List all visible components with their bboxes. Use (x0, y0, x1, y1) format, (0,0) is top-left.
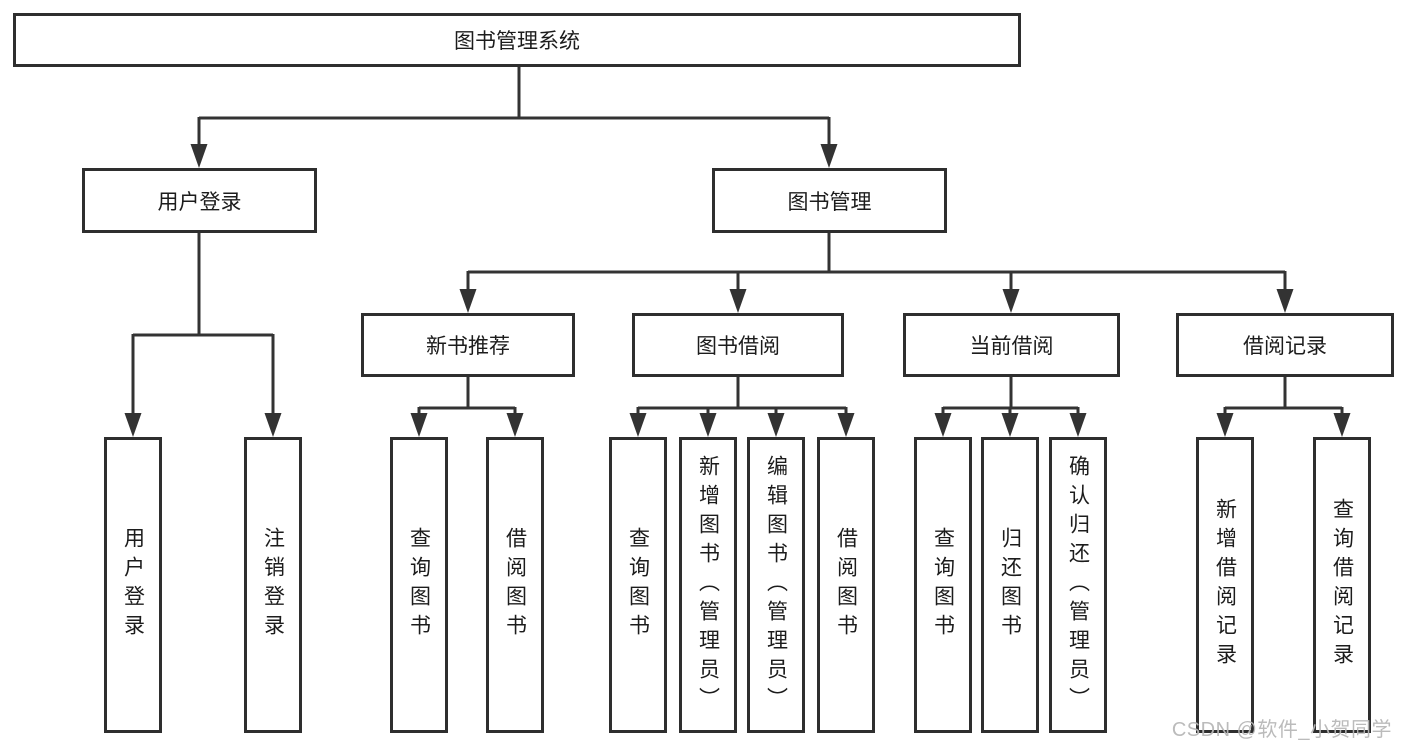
arrowhead-icons (124, 144, 1351, 437)
node-book-management-label: 图书管理 (787, 190, 872, 214)
node-new-book-recommend-label: 新书推荐 (426, 335, 510, 358)
node-book-management: 图书管理 (712, 168, 947, 233)
node-current-borrow: 当前借阅 (903, 313, 1120, 377)
leaf-borrow-add-book-admin: 新增图书（管理员） (679, 437, 737, 733)
leaf-recommend-query-book-label: 查询图书 (407, 527, 431, 643)
leaf-logout-login: 注销登录 (244, 437, 302, 733)
node-user-login-label: 用户登录 (157, 190, 242, 214)
leaf-borrow-edit-book-admin-label: 编辑图书（管理员） (764, 454, 788, 716)
node-book-borrow-label: 图书借阅 (696, 335, 780, 358)
node-book-borrow: 图书借阅 (632, 313, 844, 377)
leaf-current-confirm-return-admin-label: 确认归还（管理员） (1066, 454, 1090, 716)
node-current-borrow-label: 当前借阅 (969, 335, 1054, 358)
node-borrow-record-label: 借阅记录 (1243, 335, 1327, 358)
leaf-borrow-add-book-admin-label: 新增图书（管理员） (696, 454, 720, 716)
leaf-recommend-query-book: 查询图书 (390, 437, 448, 733)
leaf-current-query-book: 查询图书 (914, 437, 972, 733)
leaf-recommend-borrow-book: 借阅图书 (486, 437, 544, 733)
leaf-user-login: 用户登录 (104, 437, 162, 733)
leaf-current-return-book: 归还图书 (981, 437, 1039, 733)
node-new-book-recommend: 新书推荐 (361, 313, 575, 377)
leaf-borrow-query-book-label: 查询图书 (626, 527, 650, 643)
leaf-current-query-book-label: 查询图书 (931, 527, 955, 643)
leaf-user-login-label: 用户登录 (121, 527, 145, 643)
leaf-current-return-book-label: 归还图书 (998, 527, 1022, 643)
leaf-borrow-edit-book-admin: 编辑图书（管理员） (747, 437, 805, 733)
leaf-record-query-record-label: 查询借阅记录 (1330, 498, 1354, 672)
node-borrow-record: 借阅记录 (1176, 313, 1394, 377)
leaf-record-add-record: 新增借阅记录 (1196, 437, 1254, 733)
leaf-borrow-query-book: 查询图书 (609, 437, 667, 733)
node-user-login: 用户登录 (82, 168, 317, 233)
leaf-record-add-record-label: 新增借阅记录 (1213, 498, 1237, 672)
leaf-borrow-borrow-book: 借阅图书 (817, 437, 875, 733)
leaf-current-confirm-return-admin: 确认归还（管理员） (1049, 437, 1107, 733)
node-root: 图书管理系统 (13, 13, 1021, 67)
csdn-watermark: CSDN @软件_小贺同学 (1171, 719, 1392, 741)
node-root-label: 图书管理系统 (454, 30, 580, 53)
leaf-record-query-record: 查询借阅记录 (1313, 437, 1371, 733)
leaf-logout-login-label: 注销登录 (261, 527, 285, 643)
leaf-borrow-borrow-book-label: 借阅图书 (834, 527, 858, 643)
leaf-recommend-borrow-book-label: 借阅图书 (503, 527, 527, 643)
